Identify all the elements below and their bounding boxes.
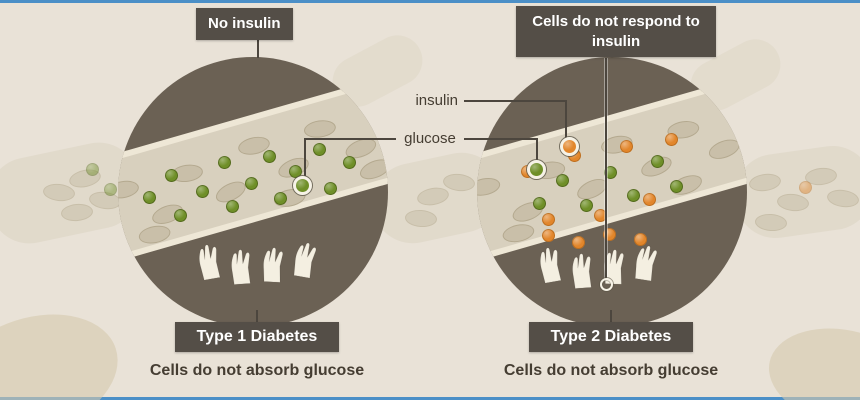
glucose-dot (226, 200, 239, 213)
glucose-dot (627, 189, 640, 202)
glucose-pointer-line-right-h (464, 138, 537, 140)
insulin-dot (643, 193, 656, 206)
receptor-cell (630, 242, 661, 282)
glucose-dot (104, 183, 117, 196)
glucose-dot (670, 180, 683, 193)
type2-caption: Cells do not absorb glucose (503, 362, 719, 379)
glucose-dot (245, 177, 258, 190)
blood-cell (137, 223, 172, 247)
receptor-cell (568, 251, 596, 290)
glucose-dot-highlighted (293, 176, 312, 195)
type1-title-box: Type 1 Diabetes (175, 322, 339, 352)
glucose-dot (263, 150, 276, 163)
insulin-dot (542, 213, 555, 226)
cells-not-respond-callout: Cells do not respond to insulin (516, 6, 716, 57)
type1-caption: Cells do not absorb glucose (149, 362, 365, 379)
background-blob-bottom-left (0, 293, 134, 400)
type2-title-box: Type 2 Diabetes (529, 322, 693, 352)
blood-cell (368, 94, 388, 117)
glucose-dot (651, 155, 664, 168)
bottom-border-line (0, 397, 860, 400)
no-insulin-callout: No insulin (196, 8, 293, 40)
insulin-on-receptor-dot (634, 233, 647, 246)
insulin-on-receptor-dot (542, 229, 555, 242)
blood-cell (477, 213, 478, 242)
blood-cell (477, 175, 502, 199)
insulin-dot-highlighted (560, 137, 579, 156)
receptor-cell (289, 239, 321, 279)
glucose-dot (274, 192, 287, 205)
glucose-dot (289, 165, 302, 178)
glucose-pointer-line-left-h (305, 138, 396, 140)
top-border-line (0, 0, 860, 3)
cells-not-respond-connector-line (605, 58, 607, 279)
glucose-dot (143, 191, 156, 204)
glucose-pointer-line-left-v (304, 138, 306, 176)
receptor-cell (227, 247, 255, 286)
insulin-dot (620, 140, 633, 153)
glucose-dot (324, 182, 337, 195)
background-blob-bottom-right (759, 315, 860, 400)
type1-connector-line (256, 310, 258, 322)
blood-cell (357, 155, 388, 184)
receptor-cell (534, 244, 566, 284)
glucose-dot (196, 185, 209, 198)
glucose-dot (165, 169, 178, 182)
blood-cell (706, 135, 743, 163)
connector-endpoint-ring (600, 278, 613, 291)
blood-cell (302, 118, 337, 140)
glucose-dot (313, 143, 326, 156)
insulin-label: insulin (415, 92, 458, 109)
glucose-label: glucose (404, 130, 456, 147)
insulin-dot (799, 181, 812, 194)
insulin-pointer-line-v (565, 100, 567, 138)
type2-connector-line (610, 310, 612, 322)
insulin-pointer-line-h (464, 100, 566, 102)
glucose-dot (533, 197, 546, 210)
receptor-cell (259, 245, 287, 283)
glucose-dot (343, 156, 356, 169)
glucose-dot (580, 199, 593, 212)
blood-cell (729, 93, 747, 117)
receptor-cell (193, 241, 225, 281)
type1-magnifier-circle (118, 57, 388, 327)
glucose-dot (604, 166, 617, 179)
glucose-dot (218, 156, 231, 169)
glucose-dot (556, 174, 569, 187)
glucose-dot (86, 163, 99, 176)
insulin-dot (594, 209, 607, 222)
blood-cell (501, 221, 536, 245)
glucose-dot (174, 209, 187, 222)
insulin-dot (665, 133, 678, 146)
glucose-dot-highlighted (527, 160, 546, 179)
insulin-on-receptor-dot (572, 236, 585, 249)
blood-cell (118, 178, 141, 201)
glucose-pointer-line-right-v (536, 138, 538, 160)
no-insulin-connector-line (257, 38, 259, 58)
